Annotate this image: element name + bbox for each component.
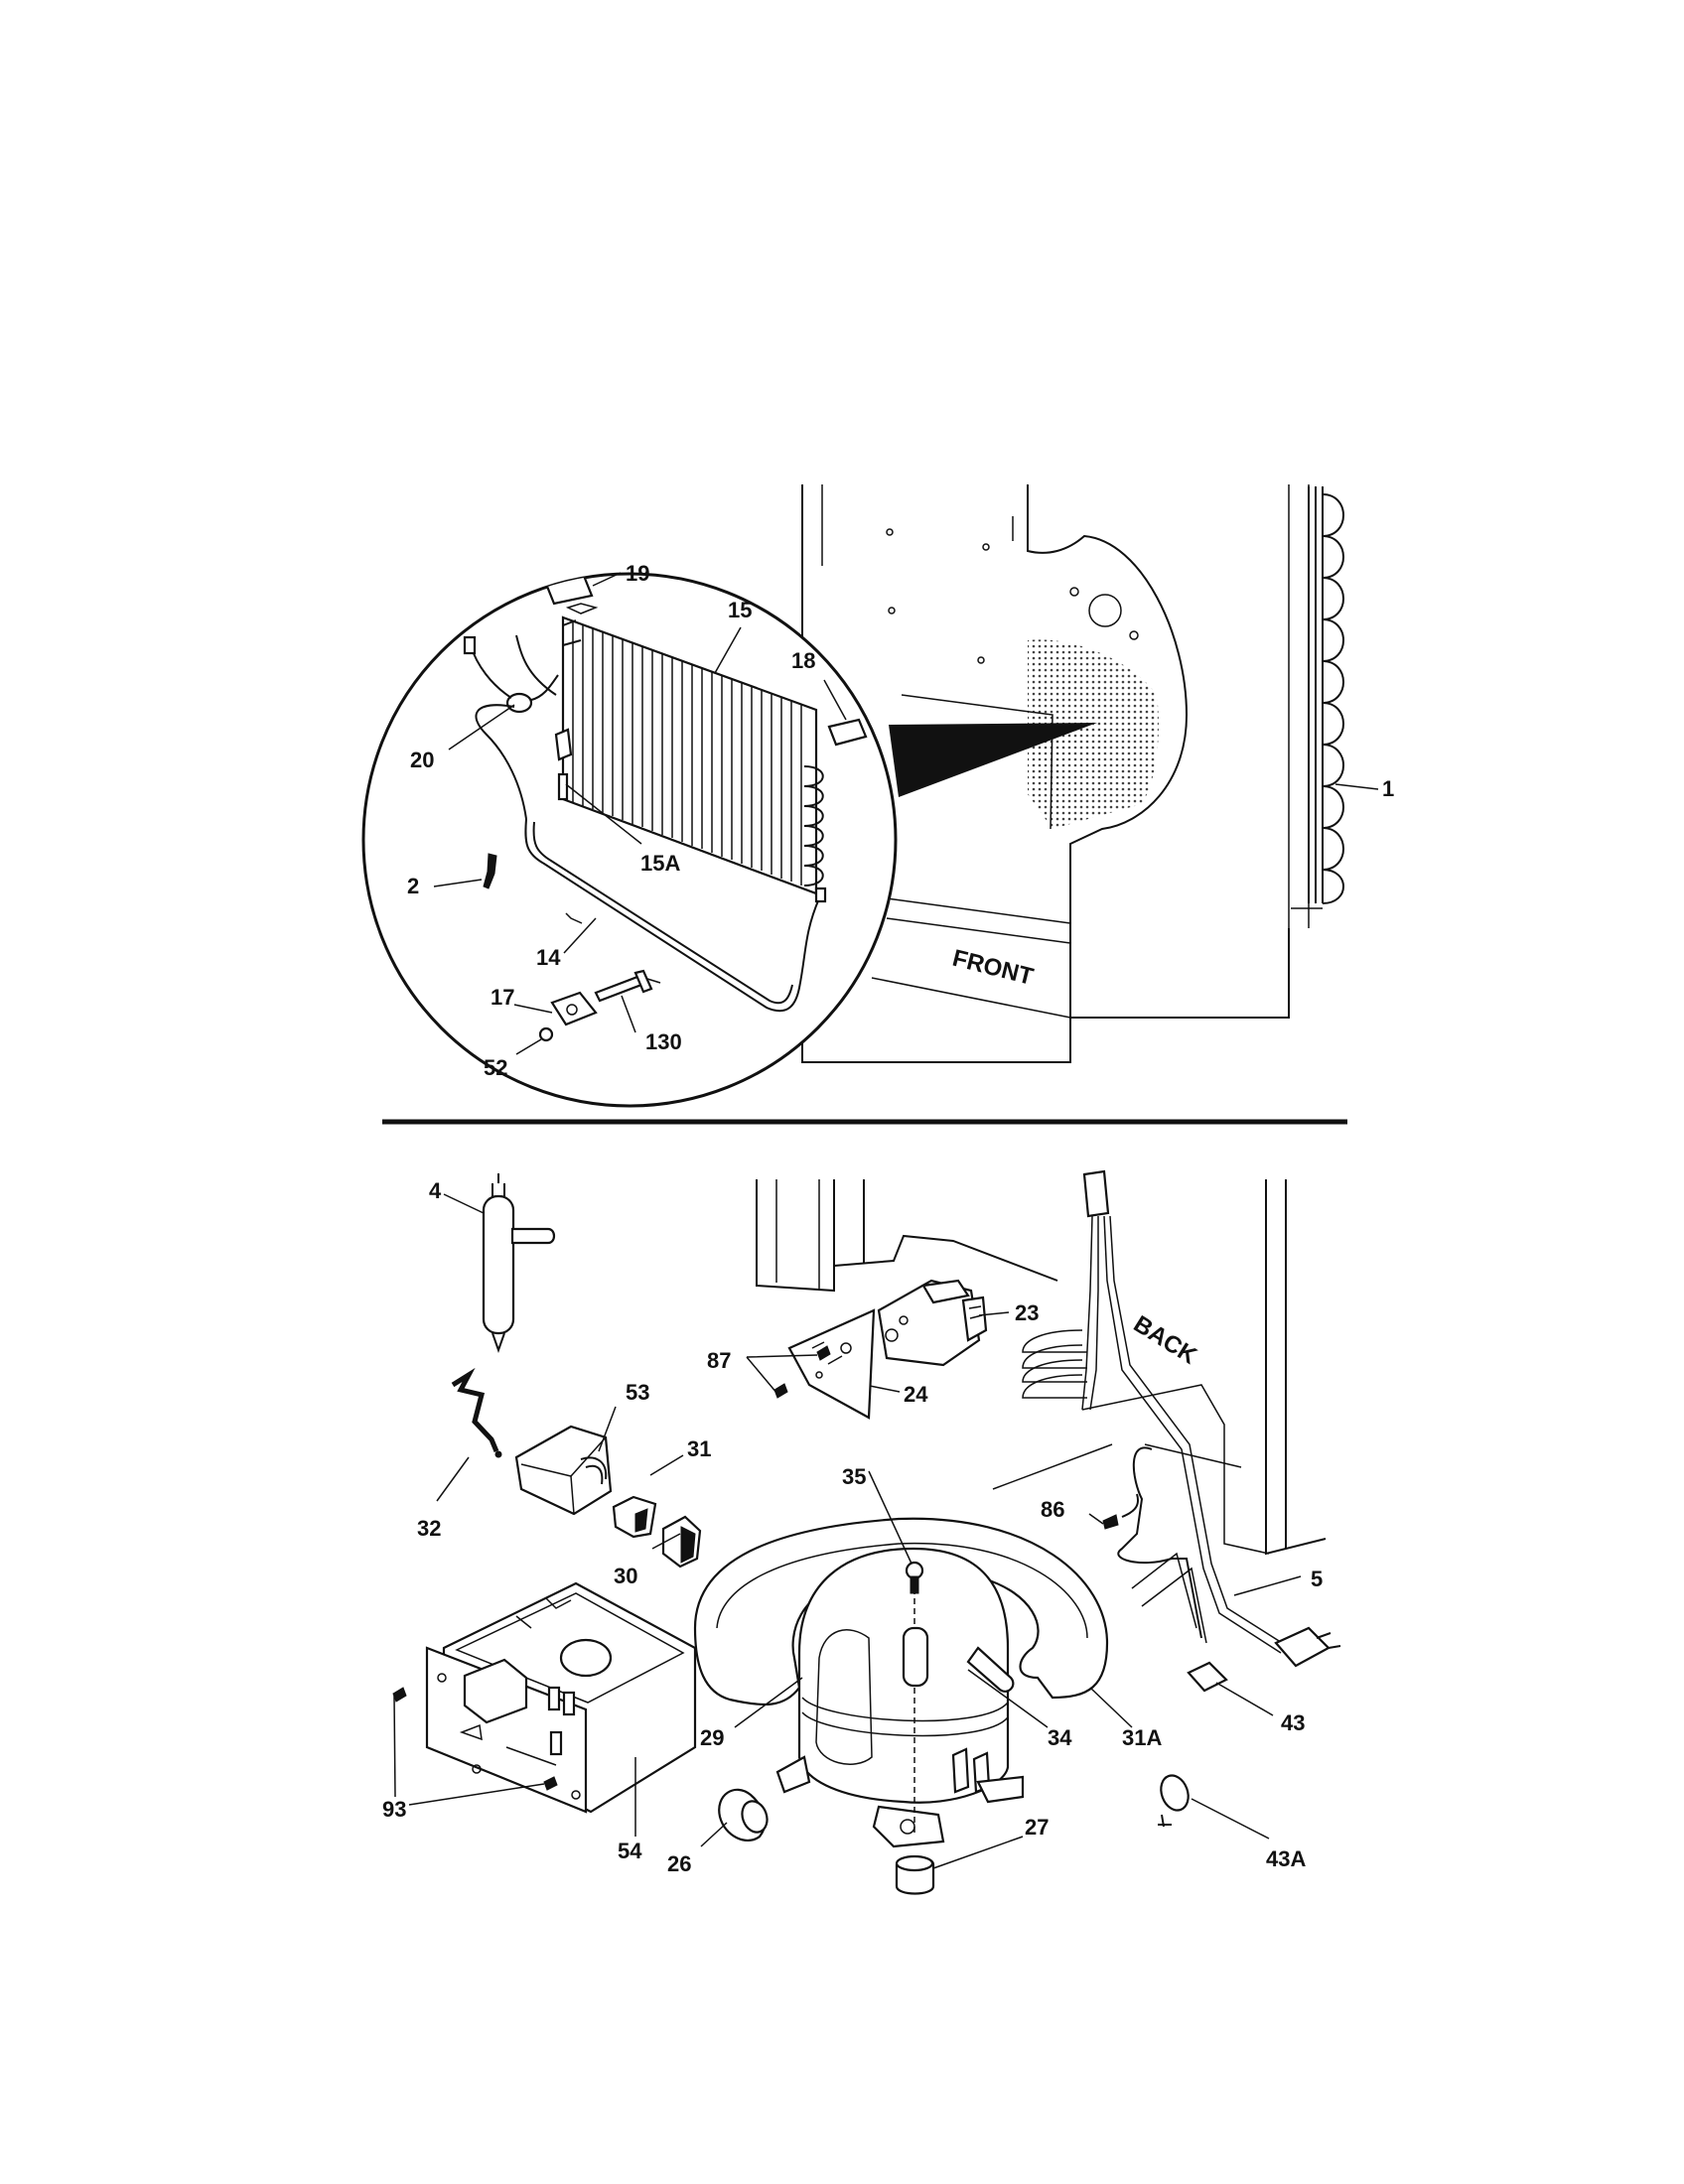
callout-27: 27 <box>1025 1815 1049 1840</box>
control-box <box>425 1581 697 1814</box>
callout-15: 15 <box>728 598 752 622</box>
callout-43a: 43A <box>1266 1846 1306 1871</box>
defrost-thermostat <box>463 634 559 820</box>
drain-plate <box>550 991 598 1026</box>
overload-protector <box>661 1515 702 1569</box>
callout-52: 52 <box>484 1055 507 1080</box>
callout-14: 14 <box>536 945 561 970</box>
bottom-callouts: 4 53 31 32 30 35 86 23 87 24 5 29 34 31A… <box>382 1178 1323 1876</box>
timer-bracket <box>787 1308 876 1420</box>
callout-87: 87 <box>707 1348 731 1373</box>
defrost-heater-terminal <box>554 675 573 801</box>
ground-screw <box>1102 1493 1140 1530</box>
defrost-timer <box>877 1279 988 1367</box>
callout-130: 130 <box>645 1029 682 1054</box>
compressor <box>775 1547 1025 1848</box>
callout-35: 35 <box>842 1464 866 1489</box>
relay <box>612 1495 657 1539</box>
callout-23: 23 <box>1015 1300 1039 1325</box>
defrost-heater-wire <box>524 818 827 1013</box>
callout-17: 17 <box>491 985 514 1010</box>
screws-93 <box>392 1687 558 1791</box>
base-tray <box>693 1517 1109 1706</box>
projection-cone <box>889 723 1097 797</box>
top-callouts: 19 15 18 1 20 15A 2 14 17 130 52 <box>407 561 1394 1080</box>
callout-53: 53 <box>626 1380 649 1405</box>
callout-18: 18 <box>791 648 815 673</box>
callout-30: 30 <box>614 1564 637 1588</box>
power-cord <box>1022 1169 1341 1668</box>
callout-26: 26 <box>667 1851 691 1876</box>
callout-2: 2 <box>407 874 419 898</box>
callout-29: 29 <box>700 1725 724 1750</box>
callout-1: 1 <box>1382 776 1394 801</box>
condenser-coil <box>1291 486 1344 909</box>
callout-32: 32 <box>417 1516 441 1541</box>
relay-cover-wire <box>451 1367 499 1452</box>
callout-31a: 31A <box>1122 1725 1162 1750</box>
callout-5: 5 <box>1311 1567 1323 1591</box>
callout-43: 43 <box>1281 1710 1305 1735</box>
filter-drier <box>482 1173 556 1354</box>
grommet <box>895 1854 935 1895</box>
cord-clamp <box>1187 1661 1228 1693</box>
callout-86: 86 <box>1041 1497 1064 1522</box>
cord-clip-loop <box>1158 1774 1190 1828</box>
callout-54: 54 <box>618 1839 642 1863</box>
front-label: FRONT <box>950 945 1037 991</box>
callout-93: 93 <box>382 1797 406 1822</box>
capacitor <box>718 1788 769 1843</box>
callout-31: 31 <box>687 1436 711 1461</box>
callout-4: 4 <box>429 1178 442 1203</box>
drain-tube-screw <box>594 969 661 1003</box>
callout-20: 20 <box>410 748 434 772</box>
screws-87 <box>773 1345 831 1399</box>
pad-18 <box>827 718 868 747</box>
clip <box>483 853 497 889</box>
callout-15a: 15A <box>640 851 680 876</box>
relay-cover <box>514 1425 613 1516</box>
back-label: BACK <box>1129 1310 1202 1370</box>
callout-19: 19 <box>626 561 649 586</box>
callout-34: 34 <box>1048 1725 1072 1750</box>
callout-24: 24 <box>904 1382 928 1407</box>
washer <box>538 1026 554 1042</box>
